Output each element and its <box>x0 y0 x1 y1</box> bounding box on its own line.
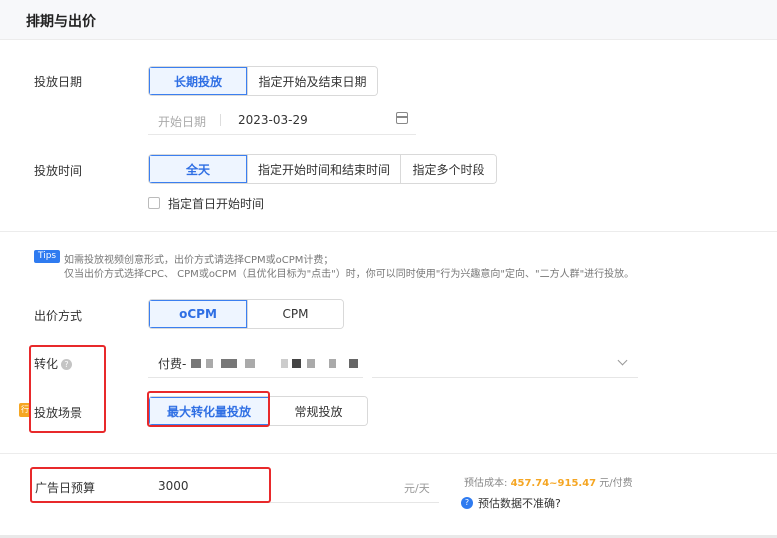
schedule-time-toggle: 全天 指定开始时间和结束时间 指定多个时段 <box>148 154 497 184</box>
estimate-cost: 预估成本: 457.74~915.47 元/付费 <box>464 474 633 489</box>
tips-badge: Tips <box>34 250 61 263</box>
scene-label: 投放场景 <box>34 406 83 420</box>
budget-input[interactable]: 3000 <box>158 479 189 493</box>
conversion-select[interactable]: 付费- <box>148 348 638 378</box>
highlight-box <box>29 345 106 433</box>
option-ocpm[interactable]: oCPM <box>149 300 247 328</box>
conversion-label: 转化 <box>34 357 59 371</box>
option-normal-delivery[interactable]: 常规投放 <box>269 397 367 425</box>
help-icon[interactable]: ? <box>61 359 73 370</box>
redacted-block <box>329 359 336 368</box>
estimate-suffix: 元/付费 <box>596 478 633 489</box>
estimate-feedback-text: 预估数据不准确? <box>478 497 561 510</box>
estimate-feedback-link[interactable]: ? 预估数据不准确? <box>461 495 561 511</box>
scene-toggle: 最大转化量投放 常规投放 <box>148 396 368 426</box>
highlight-box <box>147 391 270 427</box>
start-date-value: 2023-03-29 <box>238 113 308 127</box>
option-multi-periods[interactable]: 指定多个时段 <box>400 155 496 183</box>
schedule-date-toggle: 长期投放 指定开始及结束日期 <box>148 66 378 96</box>
option-time-range[interactable]: 指定开始时间和结束时间 <box>247 155 400 183</box>
start-date-placeholder: 开始日期 <box>158 115 207 129</box>
date-separator <box>220 114 221 126</box>
first-day-start-checkbox[interactable] <box>148 197 160 209</box>
tips-line-2: 仅当出价方式选择CPC、 CPM或oCPM（且优化目标为"点击"）时，你可以同时… <box>64 269 635 280</box>
option-date-range[interactable]: 指定开始及结束日期 <box>247 67 377 95</box>
redacted-block <box>307 359 315 368</box>
select-underline <box>148 377 363 378</box>
redacted-block <box>292 359 301 368</box>
option-cpm[interactable]: CPM <box>247 300 343 328</box>
redacted-block <box>349 359 358 368</box>
redacted-block <box>191 359 201 368</box>
tips-line-1: 如需投放视频创意形式，出价方式请选择CPM或oCPM计费； <box>64 255 334 266</box>
calendar-icon[interactable] <box>396 112 408 124</box>
chevron-down-icon[interactable] <box>617 355 628 366</box>
schedule-date-label: 投放日期 <box>34 75 83 89</box>
section-header: 排期与出价 <box>0 0 777 40</box>
bid-method-label: 出价方式 <box>34 309 83 323</box>
divider <box>0 231 777 232</box>
redacted-block <box>206 359 213 368</box>
redacted-block <box>281 359 288 368</box>
bid-method-toggle: oCPM CPM <box>148 299 344 329</box>
highlight-box <box>30 467 271 503</box>
conversion-prefix: 付费- <box>158 357 187 371</box>
redacted-block <box>221 359 237 368</box>
conversion-label-wrap: 转化? <box>34 355 73 372</box>
first-day-start-checkbox-row[interactable]: 指定首日开始时间 <box>148 195 264 211</box>
section-title: 排期与出价 <box>26 14 96 30</box>
budget-label: 广告日预算 <box>35 481 96 495</box>
schedule-time-label: 投放时间 <box>34 164 83 178</box>
budget-unit: 元/天 <box>404 482 430 495</box>
side-tag-icon: 行 <box>19 403 31 417</box>
estimate-range: 457.74~915.47 <box>510 478 597 489</box>
budget-underline <box>147 502 439 503</box>
select-underline <box>372 377 638 378</box>
option-all-day[interactable]: 全天 <box>149 155 247 183</box>
option-long-term[interactable]: 长期投放 <box>149 67 247 95</box>
estimate-prefix: 预估成本: <box>464 478 511 489</box>
bottom-border <box>0 535 777 538</box>
start-date-picker[interactable]: 开始日期 2023-03-29 <box>148 105 416 135</box>
redacted-block <box>245 359 255 368</box>
question-icon: ? <box>461 497 473 509</box>
first-day-start-label: 指定首日开始时间 <box>168 196 265 211</box>
